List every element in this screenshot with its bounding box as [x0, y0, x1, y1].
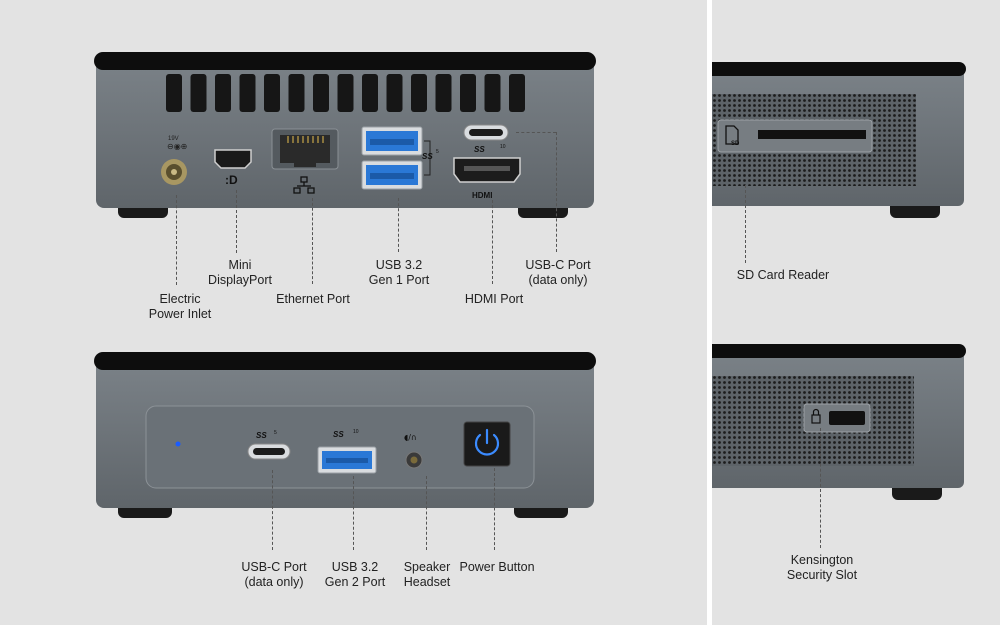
svg-text::D: :D	[225, 173, 238, 187]
leader-audio	[426, 476, 427, 550]
svg-text:5: 5	[274, 430, 277, 436]
kensington-slot	[829, 411, 865, 425]
usb-c-back-port	[463, 124, 509, 141]
leader-ethernet	[312, 198, 313, 284]
svg-text:HDMI: HDMI	[472, 191, 492, 200]
vent-slot	[484, 74, 501, 112]
svg-text:◖/∩: ◖/∩	[404, 433, 417, 442]
svg-text:10: 10	[500, 144, 506, 150]
usb-gen1-ports: SS 5	[361, 126, 439, 190]
leader-usbc-back-h	[516, 132, 556, 133]
hdmi-port-icon: SS 10 HDMI	[453, 144, 521, 200]
ethernet-port-icon	[271, 128, 339, 194]
vent-slot	[264, 74, 280, 112]
usb-c-front-port: SS 5	[247, 430, 291, 460]
side-view-sd: SD	[712, 62, 966, 218]
vent-slot	[435, 74, 452, 112]
vent-slot	[166, 74, 182, 112]
label-hdmi: HDMI Port	[464, 292, 524, 306]
label-usbc-back: USB-C Port(data only)	[525, 258, 591, 287]
vent-slot	[386, 74, 403, 112]
leader-sd	[745, 185, 746, 263]
vent-slot	[362, 74, 378, 112]
usb-gen2-front-port: SS 10	[317, 429, 377, 474]
svg-text:⊖◉⊕: ⊖◉⊕	[167, 142, 187, 151]
power-button[interactable]	[463, 421, 513, 469]
vent-slot	[288, 74, 305, 112]
svg-text:10: 10	[353, 429, 359, 435]
leader-mini-dp	[236, 190, 237, 253]
top-cover	[712, 62, 966, 76]
top-cover	[712, 344, 966, 358]
leader-hdmi	[492, 200, 493, 284]
label-usbc-front: USB-C Port(data only)	[241, 560, 307, 589]
svg-text:SS: SS	[474, 145, 485, 154]
vent-slot	[313, 74, 329, 112]
vent-slot	[190, 74, 207, 112]
vent-slot	[215, 74, 231, 112]
leader-usbc-front	[272, 470, 273, 550]
label-power-button: Power Button	[459, 560, 535, 574]
mini-displayport-icon: :D	[214, 149, 252, 187]
sd-slot	[758, 130, 866, 139]
audio-jack-icon: ◖/∩	[404, 433, 423, 469]
voltage-marking: 19V	[168, 136, 179, 142]
label-ethernet: Ethernet Port	[276, 292, 350, 306]
vent-slot	[411, 74, 427, 112]
svg-text:5: 5	[436, 149, 439, 155]
top-cover	[94, 52, 596, 70]
top-cover	[94, 352, 596, 370]
vent-slot	[239, 74, 256, 112]
leader-kensington	[820, 428, 821, 548]
svg-text:SD: SD	[731, 141, 740, 147]
vent-slot	[460, 74, 476, 112]
label-sd-reader: SD Card Reader	[736, 268, 830, 282]
leader-power-button	[494, 468, 495, 550]
leader-usbc-back	[556, 132, 557, 252]
leader-usb-gen1	[398, 198, 399, 252]
power-inlet-icon: 19V ⊖◉⊕	[161, 136, 187, 185]
svg-text:SS: SS	[333, 430, 344, 439]
leader-power-inlet	[176, 195, 177, 285]
vent-slot	[337, 74, 354, 112]
vent-grille	[166, 74, 525, 112]
svg-text:SS: SS	[422, 152, 433, 161]
leader-usb-gen2	[353, 476, 354, 550]
svg-text:SS: SS	[256, 431, 267, 440]
vent-slot	[509, 74, 525, 112]
status-led	[175, 441, 181, 447]
side-view-kensington	[712, 344, 966, 500]
